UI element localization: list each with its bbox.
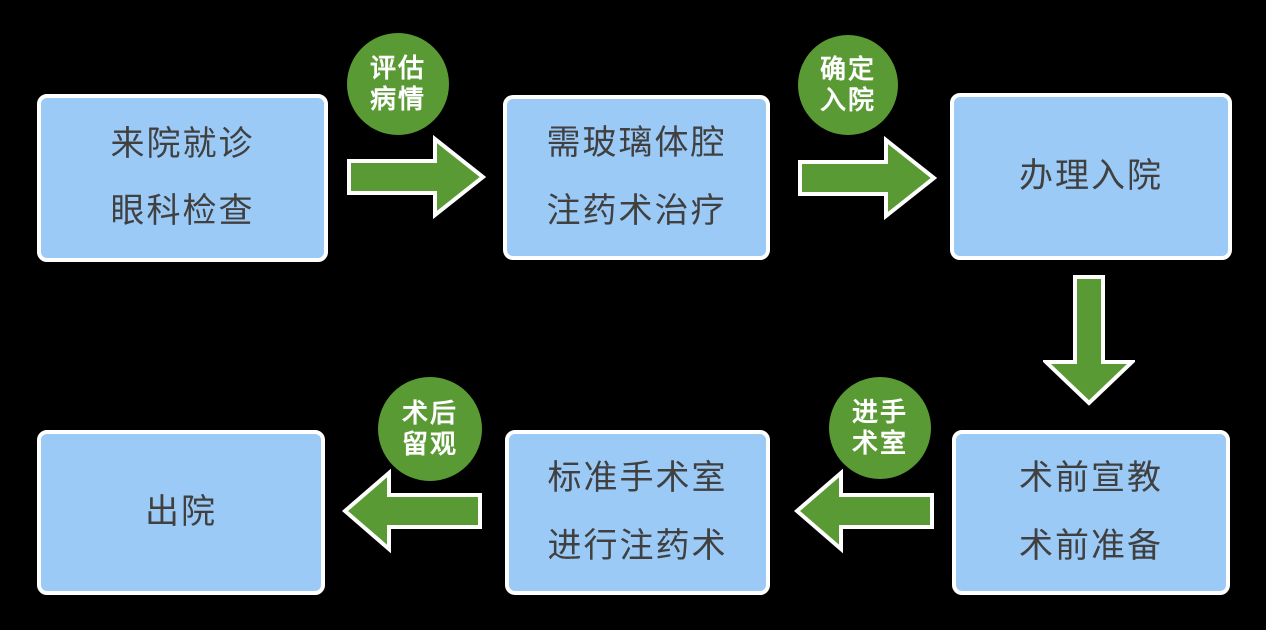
left-arrow-icon-1 — [794, 468, 934, 554]
node-line: 术前准备 — [1019, 526, 1163, 565]
badge-line: 确定 — [819, 53, 876, 84]
flow-node-admission: 办理入院 — [950, 93, 1232, 260]
badge-confirm-admission: 确定 入院 — [798, 35, 898, 135]
badge-line: 病情 — [369, 84, 426, 114]
badge-assess-condition: 评估 病情 — [347, 33, 449, 135]
node-line: 标准手术室 — [547, 459, 728, 498]
node-line: 来院就诊 — [110, 124, 255, 163]
badge-line: 留观 — [401, 429, 458, 459]
node-line: 需玻璃体腔 — [546, 124, 727, 163]
flow-node-surgery: 标准手术室 进行注药术 — [505, 430, 770, 595]
right-arrow-icon-2 — [798, 135, 937, 221]
badge-line: 术室 — [851, 428, 908, 458]
down-arrow-icon — [1043, 275, 1135, 406]
flow-node-preop: 术前宣教 术前准备 — [952, 430, 1230, 595]
node-line: 办理入院 — [1019, 156, 1163, 195]
right-arrow-icon-1 — [347, 134, 486, 220]
node-line: 注药术治疗 — [546, 191, 727, 230]
badge-line: 评估 — [369, 52, 426, 83]
node-line: 进行注药术 — [547, 526, 728, 565]
flow-node-discharge: 出院 — [37, 430, 325, 595]
flow-node-treatment-needed: 需玻璃体腔 注药术治疗 — [503, 95, 770, 260]
badge-enter-operating-room: 进手 术室 — [829, 377, 931, 479]
badge-line: 术后 — [401, 397, 458, 428]
badge-line: 进手 — [851, 396, 908, 427]
flow-node-visit: 来院就诊 眼科检查 — [37, 94, 328, 262]
badge-postop-observation: 术后 留观 — [378, 377, 482, 481]
node-line: 眼科检查 — [110, 192, 255, 230]
badge-line: 入院 — [819, 85, 876, 115]
left-arrow-icon-2 — [342, 468, 482, 554]
node-line: 术前宣教 — [1019, 459, 1163, 498]
node-line: 出院 — [145, 492, 217, 531]
